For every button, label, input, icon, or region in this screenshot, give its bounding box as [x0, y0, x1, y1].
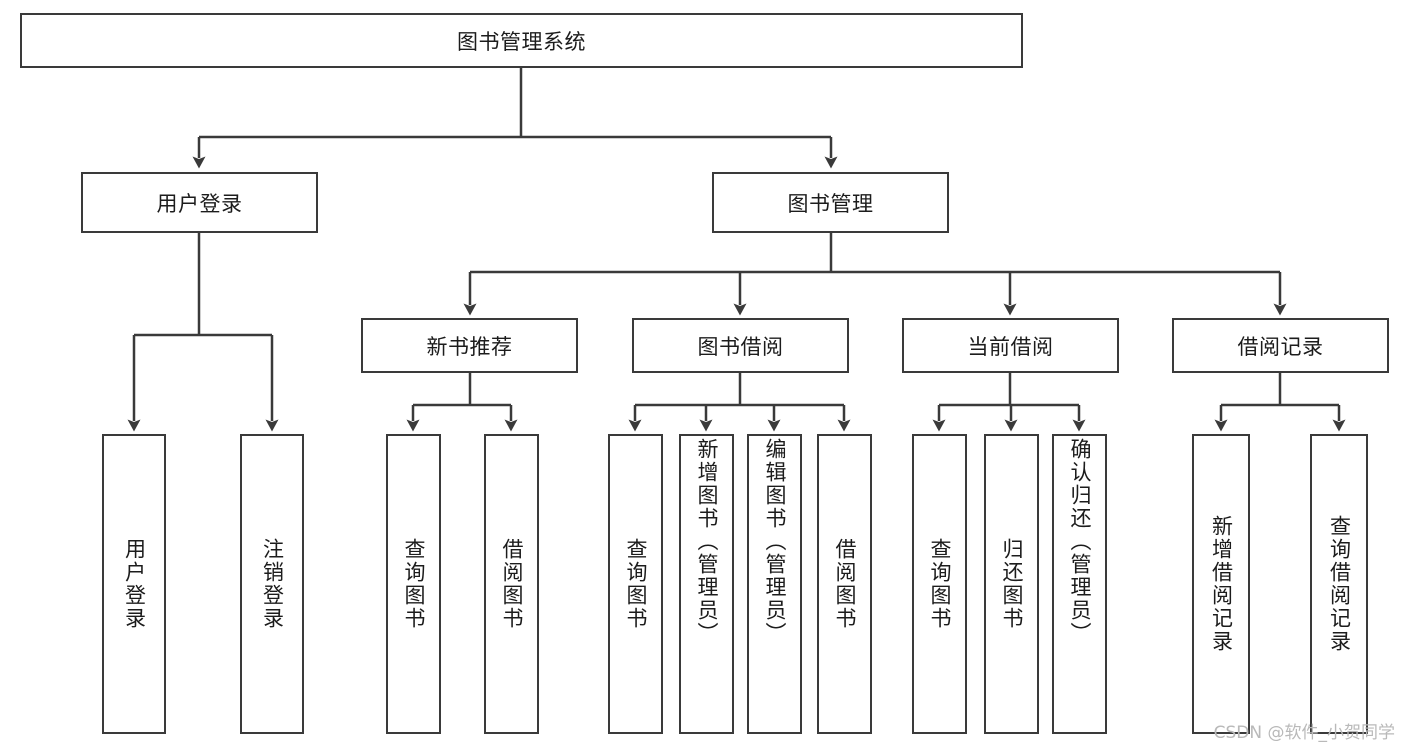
node-label: 用户登录 — [156, 191, 243, 216]
node-label: 确认归还（管理员） — [1068, 438, 1092, 645]
node-label: 编辑图书（管理员） — [763, 438, 787, 645]
node-label: 借阅记录 — [1237, 334, 1324, 359]
node-leaf-query-book-1[interactable]: 查询图书 — [386, 434, 441, 734]
node-leaf-return-book[interactable]: 归还图书 — [984, 434, 1039, 734]
node-label: 新增图书（管理员） — [695, 438, 719, 645]
node-leaf-borrow-book-1[interactable]: 借阅图书 — [484, 434, 539, 734]
node-label: 用户登录 — [122, 538, 147, 630]
node-leaf-user-login[interactable]: 用户登录 — [102, 434, 166, 734]
node-label: 注销登录 — [260, 538, 285, 630]
node-root-system[interactable]: 图书管理系统 — [20, 13, 1023, 68]
node-leaf-confirm-return-admin[interactable]: 确认归还（管理员） — [1052, 434, 1107, 734]
node-leaf-query-book-3[interactable]: 查询图书 — [912, 434, 967, 734]
node-label: 查询图书 — [624, 538, 648, 630]
node-label: 借阅图书 — [500, 538, 524, 630]
node-label: 查询借阅记录 — [1327, 515, 1352, 653]
node-leaf-query-borrow-record[interactable]: 查询借阅记录 — [1310, 434, 1368, 734]
node-label: 图书管理系统 — [457, 29, 586, 54]
node-leaf-borrow-book-2[interactable]: 借阅图书 — [817, 434, 872, 734]
node-borrow-record[interactable]: 借阅记录 — [1172, 318, 1389, 373]
node-label: 借阅图书 — [833, 538, 857, 630]
node-leaf-add-book-admin[interactable]: 新增图书（管理员） — [679, 434, 734, 734]
node-new-book-recommend[interactable]: 新书推荐 — [361, 318, 578, 373]
node-label: 归还图书 — [1000, 538, 1024, 630]
node-leaf-query-book-2[interactable]: 查询图书 — [608, 434, 663, 734]
node-label: 查询图书 — [928, 538, 952, 630]
node-book-manage[interactable]: 图书管理 — [712, 172, 949, 233]
node-label: 新增借阅记录 — [1209, 515, 1234, 653]
node-label: 图书管理 — [787, 191, 874, 216]
node-leaf-user-logout[interactable]: 注销登录 — [240, 434, 304, 734]
node-user-login[interactable]: 用户登录 — [81, 172, 318, 233]
node-label: 图书借阅 — [697, 334, 784, 359]
node-label: 查询图书 — [402, 538, 426, 630]
node-current-borrow[interactable]: 当前借阅 — [902, 318, 1119, 373]
watermark-credit: CSDN @软件_小贺同学 — [1213, 723, 1395, 743]
node-label: 当前借阅 — [967, 334, 1054, 359]
node-leaf-edit-book-admin[interactable]: 编辑图书（管理员） — [747, 434, 802, 734]
node-label: 新书推荐 — [426, 334, 513, 359]
node-leaf-add-borrow-record[interactable]: 新增借阅记录 — [1192, 434, 1250, 734]
node-book-borrow[interactable]: 图书借阅 — [632, 318, 849, 373]
